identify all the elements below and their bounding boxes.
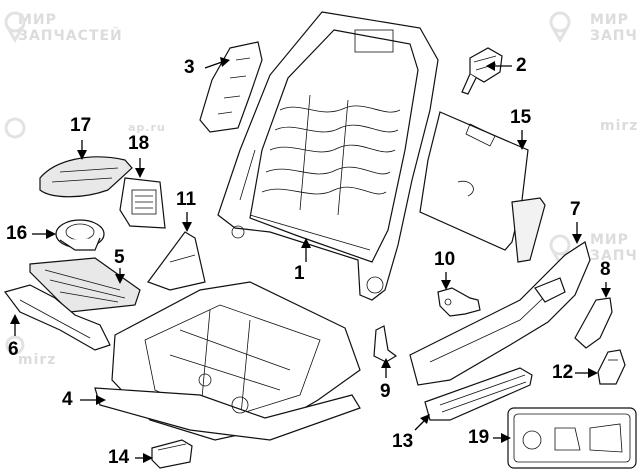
- callout-15[interactable]: 15: [510, 107, 532, 128]
- seat-back-panel[interactable]: [419, 111, 546, 263]
- callout-14[interactable]: 14: [108, 447, 130, 468]
- callout-5[interactable]: 5: [114, 247, 125, 268]
- watermark-bottom-left: mirz: [18, 352, 56, 368]
- watermark-small: mirz: [18, 352, 57, 368]
- callout-7[interactable]: 7: [570, 199, 581, 220]
- seat-side-cover[interactable]: [409, 241, 591, 386]
- watermark-line2: ЗАПЧ: [590, 28, 638, 44]
- watermark-mid-right-small: mirz: [600, 118, 638, 134]
- side-trim-panel[interactable]: [199, 41, 263, 133]
- watermark-top-right: МИР ЗАПЧ: [590, 12, 638, 44]
- watermark-line2: ЗАПЧ: [590, 248, 638, 264]
- watermark-line1: МИР: [590, 232, 629, 248]
- callout-11[interactable]: 11: [176, 189, 197, 210]
- callout-10[interactable]: 10: [434, 249, 456, 270]
- watermark-line1: МИР: [18, 12, 57, 28]
- callout-8[interactable]: 8: [600, 259, 611, 280]
- watermark-small: mirz: [600, 118, 639, 134]
- watermark-mid-right: МИР ЗАПЧ: [590, 232, 638, 264]
- connector-part-2[interactable]: [461, 47, 503, 95]
- callout-1[interactable]: 1: [294, 263, 305, 284]
- watermark-top-left: МИР ЗАПЧАСТЕЙ: [18, 12, 123, 44]
- callout-18[interactable]: 18: [128, 133, 150, 154]
- seat-switch-panel[interactable]: [507, 407, 637, 469]
- leader-lines: [10, 57, 611, 463]
- watermark-small-ru: ap.ru: [128, 121, 166, 134]
- knob-cover[interactable]: [574, 297, 613, 349]
- callout-3[interactable]: 3: [184, 57, 195, 78]
- small-clip[interactable]: [151, 439, 193, 469]
- seat-back-frame[interactable]: [217, 11, 439, 301]
- callout-12[interactable]: 12: [552, 362, 574, 383]
- seat-base-frame[interactable]: [94, 281, 361, 441]
- small-bracket[interactable]: [373, 325, 398, 363]
- watermark-line1: МИР: [590, 12, 629, 28]
- callout-2[interactable]: 2: [516, 55, 527, 76]
- cover-wedge[interactable]: [147, 231, 206, 291]
- callout-6[interactable]: 6: [8, 339, 19, 360]
- side-rail-trim[interactable]: [3, 284, 111, 351]
- callout-4[interactable]: 4: [62, 389, 73, 410]
- small-cap[interactable]: [597, 349, 626, 385]
- callout-13[interactable]: 13: [392, 431, 414, 452]
- lower-trim[interactable]: [424, 367, 533, 421]
- watermark-center-small: ap.ru: [128, 120, 166, 136]
- seat-cushion-pad[interactable]: [29, 257, 141, 313]
- latch-lever[interactable]: [437, 287, 481, 317]
- control-module[interactable]: [119, 177, 166, 229]
- callout-16[interactable]: 16: [6, 223, 28, 244]
- watermark-line2: ЗАПЧАСТЕЙ: [18, 28, 123, 44]
- heating-pad[interactable]: [39, 156, 133, 198]
- callout-17[interactable]: 17: [70, 115, 92, 136]
- callout-19[interactable]: 19: [468, 427, 490, 448]
- round-fitting[interactable]: [55, 219, 105, 251]
- callout-9[interactable]: 9: [380, 381, 391, 402]
